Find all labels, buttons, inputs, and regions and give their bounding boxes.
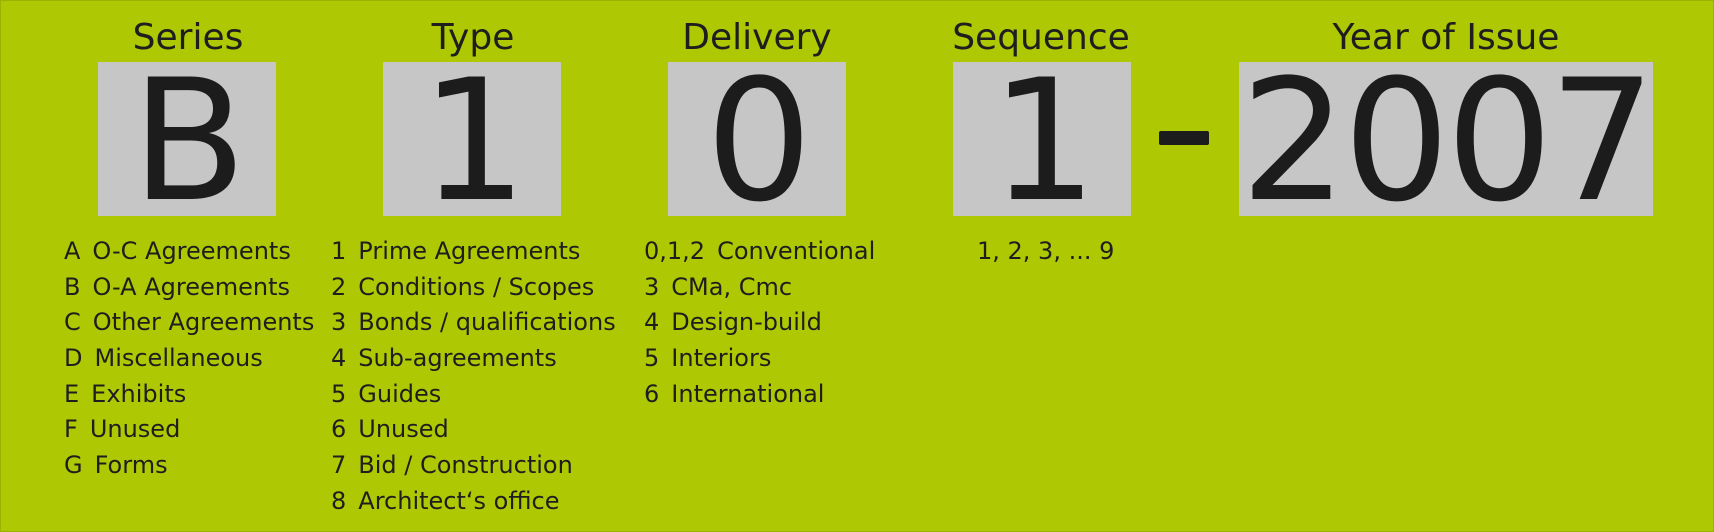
legend-code: 3 (644, 272, 660, 301)
year-box: 2007 (1239, 57, 1656, 225)
legend-item: 0,1,2 Conventional (644, 233, 875, 269)
sequence-value: 1 (990, 43, 1098, 239)
legend-item: E Exhibits (64, 376, 314, 412)
legend-code: 6 (644, 379, 660, 408)
legend-label: Bid / Construction (358, 451, 573, 480)
legend-label: Conventional (717, 237, 876, 265)
legend-label: CMa, Cmc (671, 272, 793, 301)
legend-label: International (671, 379, 825, 408)
legend-item: F Unused (64, 411, 314, 447)
legend-item: 2 Conditions / Scopes (331, 269, 616, 305)
legend-code: 0,1,2 (644, 237, 706, 265)
delivery-legend: 0,1,2 Conventional 3 CMa, Cmc 4 Design-buil… (644, 233, 875, 411)
delivery-box: 0 (668, 57, 846, 225)
legend-item: G Forms (64, 447, 314, 483)
legend-label: Bonds / qualifications (358, 308, 616, 337)
legend-item: A O-C Agreements (64, 233, 314, 269)
type-title: Type (431, 17, 515, 58)
legend-label: Miscellaneous (94, 344, 263, 373)
separator-dash: - (1159, 131, 1209, 145)
legend-code: 6 (331, 415, 347, 444)
legend-code: 5 (644, 344, 660, 373)
legend-label: O-A Agreements (92, 272, 290, 301)
legend-code: 2 (331, 272, 347, 301)
legend-code: 8 (331, 486, 347, 515)
legend-label: Design-build (671, 308, 822, 337)
year-value: 2007 (1240, 43, 1656, 239)
legend-label: Unused (89, 415, 181, 444)
legend-code: 7 (331, 451, 347, 480)
legend-label: Exhibits (91, 379, 187, 408)
legend-code: 3 (331, 308, 347, 337)
legend-code: A (64, 237, 81, 265)
legend-label: Architect‘s office (358, 486, 560, 515)
legend-code: E (64, 379, 80, 408)
type-legend: 1 Prime Agreements 2 Conditions / Scopes 3… (331, 233, 616, 519)
series-legend: A O-C Agreements B O-A Agreements C Other A… (64, 233, 314, 483)
legend-item: 5 Interiors (644, 340, 875, 376)
legend-item: 7 Bid / Construction (331, 447, 616, 483)
legend-label: O-C Agreements (92, 237, 291, 265)
legend-code: D (64, 344, 83, 373)
legend-label: Forms (94, 451, 168, 480)
legend-item: 1 Prime Agreements (331, 233, 616, 269)
legend-code: G (64, 451, 83, 480)
series-value: B (131, 43, 246, 239)
sequence-box: 1 (953, 57, 1131, 225)
legend-item: 3 CMa, Cmc (644, 269, 875, 305)
legend-item: 3 Bonds / qualifications (331, 304, 616, 340)
legend-label: Prime Agreements (358, 237, 581, 265)
legend-code: 4 (644, 308, 660, 337)
legend-item: 8 Architect‘s office (331, 483, 616, 519)
legend-item: B O-A Agreements (64, 269, 314, 305)
legend-label: Other Agreements (92, 308, 315, 337)
legend-label: Conditions / Scopes (358, 272, 595, 301)
legend-code: 5 (331, 379, 347, 408)
legend-item: C Other Agreements (64, 304, 314, 340)
type-box: 1 (383, 57, 561, 225)
delivery-title: Delivery (682, 17, 832, 58)
year-title: Year of Issue (1332, 17, 1560, 58)
sequence-legend: 1, 2, 3, ... 9 (977, 233, 1114, 269)
type-value: 1 (420, 43, 528, 239)
legend-label: Unused (358, 415, 449, 444)
legend-label: Guides (358, 379, 442, 408)
legend-item: 4 Design-build (644, 304, 875, 340)
delivery-value: 0 (705, 43, 813, 239)
sequence-title: Sequence (952, 17, 1130, 58)
legend-item: 1, 2, 3, ... 9 (977, 233, 1114, 269)
legend-item: D Miscellaneous (64, 340, 314, 376)
legend-item: 6 Unused (331, 411, 616, 447)
legend-item: 4 Sub-agreements (331, 340, 616, 376)
legend-item: 5 Guides (331, 376, 616, 412)
legend-code: F (64, 415, 78, 444)
legend-label: 1, 2, 3, ... 9 (977, 237, 1115, 265)
legend-code: 1 (331, 237, 347, 265)
legend-label: Interiors (671, 344, 772, 373)
series-box: B (98, 57, 276, 225)
legend-item: 6 International (644, 376, 875, 412)
legend-code: B (64, 272, 81, 301)
legend-code: C (64, 308, 81, 337)
legend-code: 4 (331, 344, 347, 373)
series-title: Series (132, 17, 244, 58)
legend-label: Sub-agreements (358, 344, 557, 373)
